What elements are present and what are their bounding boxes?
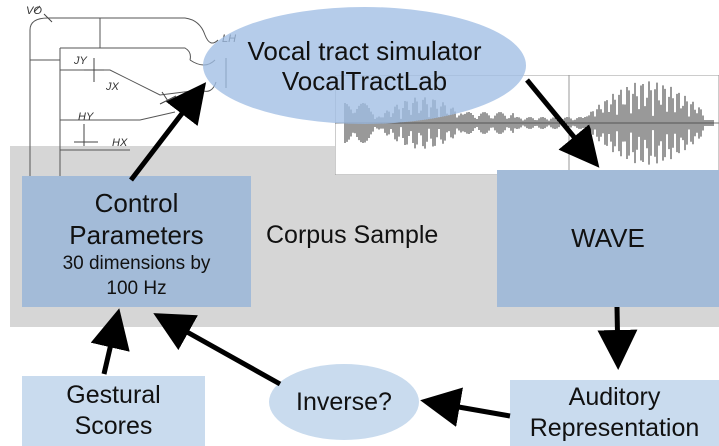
control-sub-line2: 100 Hz xyxy=(106,277,167,299)
control-title-line1: Control xyxy=(94,187,179,218)
label-hy: HY xyxy=(78,111,94,123)
gestural-line1: Gestural xyxy=(66,381,161,409)
label-jy: JY xyxy=(73,55,88,67)
simulator-line2: VocalTractLab xyxy=(281,65,448,96)
wave-box: WAVE xyxy=(497,170,719,307)
gestural-line2: Scores xyxy=(74,412,153,440)
gestural-scores-box: Gestural Scores xyxy=(22,376,205,446)
label-hx: HX xyxy=(112,137,128,149)
arrow-inverse-to-control xyxy=(153,313,282,387)
label-jx: JX xyxy=(105,81,120,93)
auditory-representation-box: Auditory Representation xyxy=(510,380,719,446)
corpus-sample-label: Corpus Sample xyxy=(266,221,439,249)
auditory-line2: Representation xyxy=(529,414,700,442)
inverse-label: Inverse? xyxy=(296,387,392,416)
simulator-line1: Vocal tract simulator xyxy=(247,35,482,66)
wave-label: WAVE xyxy=(571,223,645,253)
vocal-tract-simulator-ellipse: Vocal tract simulator VocalTractLab xyxy=(203,7,526,124)
inverse-ellipse: Inverse? xyxy=(269,364,419,440)
control-title-line2: Parameters xyxy=(69,219,204,250)
control-parameters-box: Control Parameters 30 dimensions by 100 … xyxy=(22,176,251,307)
label-vo: VO xyxy=(26,5,42,17)
control-sub-line1: 30 dimensions by xyxy=(62,252,211,274)
auditory-line1: Auditory xyxy=(568,383,661,411)
arrow-auditory-to-inverse xyxy=(420,387,511,427)
